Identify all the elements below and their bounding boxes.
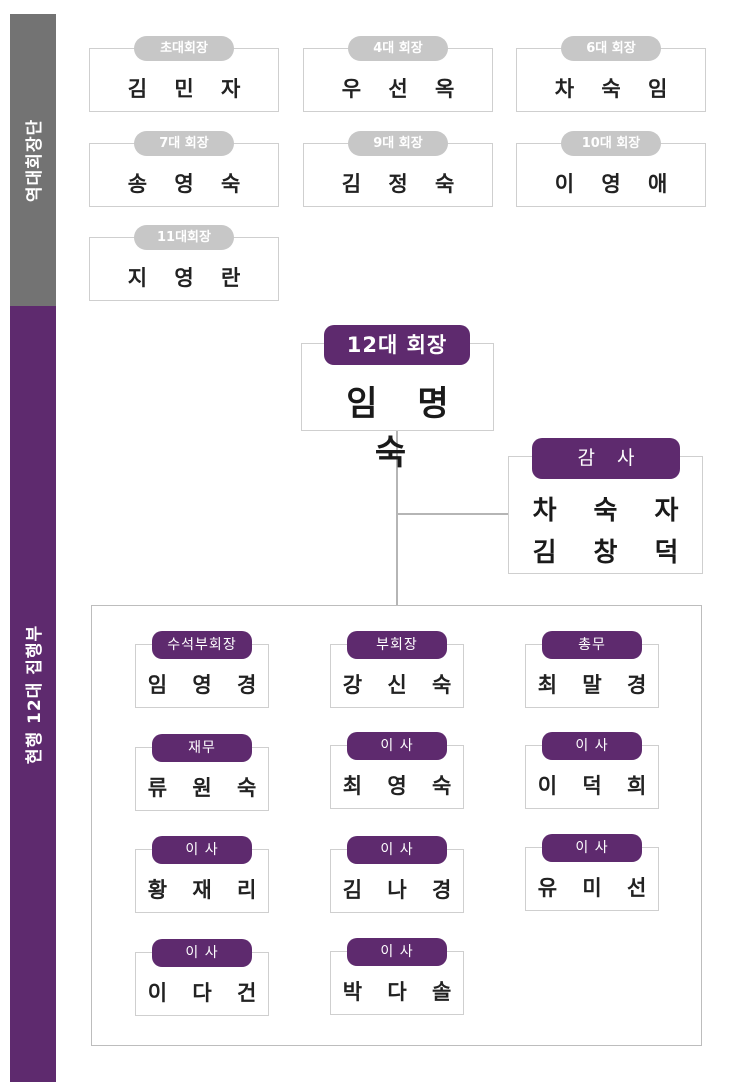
member-card: 이 사 이 덕 희	[525, 732, 659, 809]
member-title: 이 사	[347, 938, 447, 966]
member-name: 최 영 숙	[342, 774, 461, 798]
past-president-title: 7대 회장	[134, 131, 234, 156]
past-president-title: 10대 회장	[561, 131, 661, 156]
member-name: 박 다 솔	[342, 980, 461, 1004]
member-title: 이 사	[152, 836, 252, 864]
president-name: 임 명 숙	[346, 384, 463, 473]
member-card: 이 사 황 재 리	[135, 836, 269, 913]
past-president-name: 차 숙 임	[554, 77, 678, 101]
current-executive-label: 현행 12대 집행부	[25, 624, 46, 764]
past-leadership-band: 역대회장단	[10, 14, 56, 336]
past-president-card: 7대 회장 송 영 숙	[89, 131, 279, 207]
past-president-name: 우 선 옥	[341, 77, 465, 101]
member-name: 유 미 선	[537, 876, 656, 900]
past-president-name: 김 민 자	[127, 77, 251, 101]
member-card: 이 사 박 다 솔	[330, 938, 464, 1015]
member-name: 임 영 경	[147, 673, 266, 697]
auditor-name: 차 숙 자	[532, 496, 693, 526]
past-president-name: 이 영 애	[554, 172, 678, 196]
past-president-card: 9대 회장 김 정 숙	[303, 131, 493, 207]
past-president-title: 6대 회장	[561, 36, 661, 61]
member-name: 김 나 경	[342, 878, 461, 902]
past-president-card: 6대 회장 차 숙 임	[516, 36, 706, 112]
past-president-card: 10대 회장 이 영 애	[516, 131, 706, 207]
member-title: 재무	[152, 734, 252, 762]
member-name: 황 재 리	[147, 878, 266, 902]
member-name: 이 다 건	[147, 981, 266, 1005]
member-title: 수석부회장	[152, 631, 252, 659]
past-president-name: 지 영 란	[127, 266, 251, 290]
past-president-title: 9대 회장	[348, 131, 448, 156]
past-president-card: 초대회장 김 민 자	[89, 36, 279, 112]
past-president-title: 초대회장	[134, 36, 234, 61]
past-president-name: 김 정 숙	[341, 172, 465, 196]
member-name: 최 말 경	[537, 673, 656, 697]
past-president-title: 4대 회장	[348, 36, 448, 61]
auditor-name: 김 창 덕	[532, 538, 693, 568]
member-title: 부회장	[347, 631, 447, 659]
past-president-title: 11대회장	[134, 225, 234, 250]
member-card: 이 사 유 미 선	[525, 834, 659, 911]
member-card: 재무 류 원 숙	[135, 734, 269, 811]
past-president-name: 송 영 숙	[127, 172, 251, 196]
member-title: 이 사	[152, 939, 252, 967]
member-title: 이 사	[347, 836, 447, 864]
member-title: 총무	[542, 631, 642, 659]
past-president-card: 4대 회장 우 선 옥	[303, 36, 493, 112]
member-name: 강 신 숙	[342, 673, 461, 697]
connector-line-auditor	[396, 513, 508, 515]
member-name: 류 원 숙	[147, 776, 266, 800]
member-title: 이 사	[542, 732, 642, 760]
auditor-title: 감 사	[532, 438, 680, 479]
member-card: 총무 최 말 경	[525, 631, 659, 708]
member-card: 부회장 강 신 숙	[330, 631, 464, 708]
member-name: 이 덕 희	[537, 774, 656, 798]
past-president-card: 11대회장 지 영 란	[89, 225, 279, 301]
member-title: 이 사	[542, 834, 642, 862]
member-card: 이 사 김 나 경	[330, 836, 464, 913]
member-card: 수석부회장 임 영 경	[135, 631, 269, 708]
current-executive-band: 현행 12대 집행부	[10, 306, 56, 1082]
past-leadership-label: 역대회장단	[25, 118, 46, 202]
member-card: 이 사 이 다 건	[135, 939, 269, 1016]
connector-line-vertical	[396, 431, 398, 606]
member-card: 이 사 최 영 숙	[330, 732, 464, 809]
president-title: 12대 회장	[324, 325, 470, 365]
member-title: 이 사	[347, 732, 447, 760]
